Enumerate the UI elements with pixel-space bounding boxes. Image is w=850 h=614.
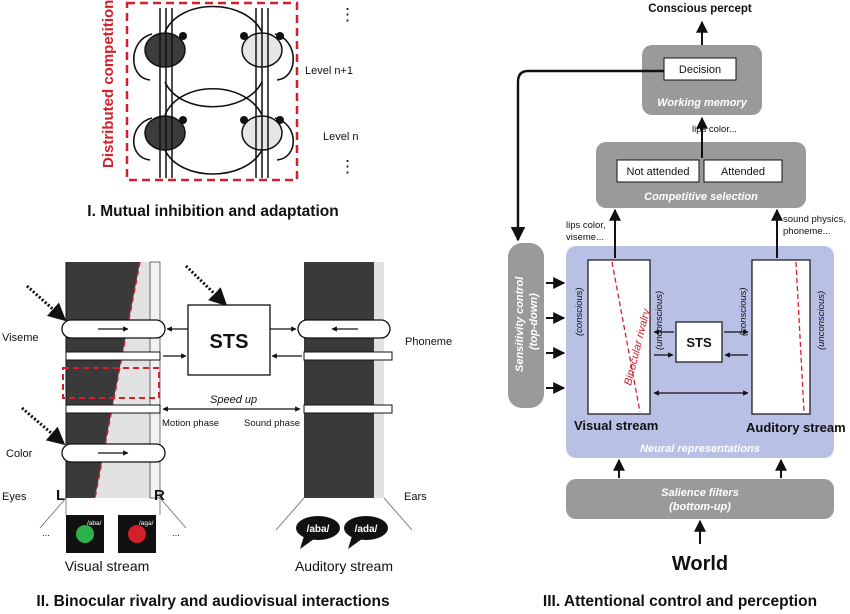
lips-color-viseme-line2: viseme...	[566, 232, 604, 243]
viseme-label: Viseme	[2, 332, 38, 344]
ellipsis-right: ...	[172, 528, 180, 539]
sensitivity-line2: (top-down)	[528, 293, 540, 350]
film-right: /aga/	[118, 515, 156, 553]
salience-line2: (bottom-up)	[669, 501, 731, 513]
panel3-caption: III. Attentional control and perception	[543, 593, 817, 610]
sts-label: STS	[686, 335, 712, 350]
neuron-dark	[144, 32, 186, 68]
panel-mutual-inhibition: Distributed competition	[87, 0, 358, 220]
film-left: /aba/	[66, 515, 104, 553]
world-label: World	[672, 553, 728, 575]
left-eye-label: L	[56, 487, 65, 504]
panel-attentional-control: Conscious percept Decision Working memor…	[508, 3, 846, 610]
auditory-unconscious-label: (unconscious)	[816, 291, 827, 350]
visual-conscious-label: (conscious)	[574, 287, 585, 336]
sts-box	[675, 321, 723, 363]
bubble-right: /ada/	[344, 516, 388, 549]
not-attended-box	[616, 159, 700, 183]
level-upper-label: Level n+1	[305, 65, 353, 77]
competitive-selection-box	[596, 142, 806, 208]
panel1-caption: I. Mutual inhibition and adaptation	[87, 203, 338, 220]
svg-text:/ada/: /ada/	[355, 524, 378, 535]
distributed-competition-label: Distributed competition	[100, 0, 117, 168]
sensitivity-control-box	[508, 243, 544, 408]
working-memory-label: Working memory	[657, 97, 748, 109]
decision-box	[663, 57, 737, 81]
lips-color-label: lips color...	[692, 124, 737, 135]
rivalry-highlight-box	[62, 367, 160, 399]
feedforward-lines	[159, 8, 269, 178]
visual-stream-label: Visual stream	[574, 418, 658, 433]
conscious-percept-label: Conscious percept	[648, 3, 752, 15]
svg-text:/aba/: /aba/	[87, 520, 102, 527]
auditory-stream-column	[751, 259, 811, 415]
level-upper-circuit	[132, 5, 295, 108]
ears-label: Ears	[404, 491, 427, 503]
panel-binocular-rivalry: STS Viseme Color Eyes L R Phoneme Speed …	[2, 261, 452, 610]
sts-box	[187, 304, 271, 376]
visual-unconscious-label: (unconscious)	[654, 291, 665, 350]
auditory-column	[304, 262, 384, 498]
ellipsis-bottom: ⋮	[339, 157, 356, 176]
speed-up-label: Speed up	[210, 394, 257, 406]
not-attended-label: Not attended	[627, 166, 690, 178]
neural-representations-label: Neural representations	[640, 443, 760, 455]
right-eye-label: R	[154, 487, 165, 504]
distributed-competition-box	[125, 1, 299, 182]
sts-label: STS	[210, 331, 249, 353]
auditory-stream-label: Auditory stream	[746, 420, 846, 435]
sound-physics-line1: sound physics,	[783, 214, 846, 225]
auditory-stream-label: Auditory stream	[295, 558, 393, 574]
neuron-dark	[144, 115, 186, 151]
svg-text:/aga/: /aga/	[139, 520, 154, 527]
eyes-label: Eyes	[2, 491, 27, 503]
sensitivity-line1: Sensitivity control	[514, 276, 526, 372]
panel2-caption: II. Binocular rivalry and audiovisual in…	[36, 593, 389, 610]
fan-lines	[39, 497, 413, 531]
attended-box	[703, 159, 783, 183]
ellipsis-left: ...	[42, 528, 50, 539]
top-down-feedback-arrow	[510, 69, 664, 242]
level-lower-label: Level n	[323, 131, 358, 143]
salience-line1: Salience filters	[661, 487, 739, 499]
level-lower-circuit	[133, 87, 294, 175]
color-label: Color	[6, 448, 33, 460]
decision-label: Decision	[679, 64, 721, 76]
svg-text:/aba/: /aba/	[307, 524, 330, 535]
attended-label: Attended	[721, 166, 765, 178]
ellipsis-top: ⋮	[339, 5, 356, 24]
phoneme-label: Phoneme	[405, 336, 452, 348]
auditory-conscious-label: (conscious)	[738, 287, 749, 336]
lips-color-viseme-line1: lips color,	[566, 220, 606, 231]
sound-phase-label: Sound phase	[244, 418, 300, 429]
bubble-left: /aba/	[296, 516, 340, 549]
salience-filters-box	[566, 479, 834, 519]
competitive-selection-label: Competitive selection	[644, 191, 758, 203]
sound-physics-line2: phoneme...	[783, 226, 831, 237]
visual-stream-column	[587, 259, 651, 415]
motion-phase-label: Motion phase	[162, 418, 219, 429]
visual-stream-label: Visual stream	[65, 558, 150, 574]
